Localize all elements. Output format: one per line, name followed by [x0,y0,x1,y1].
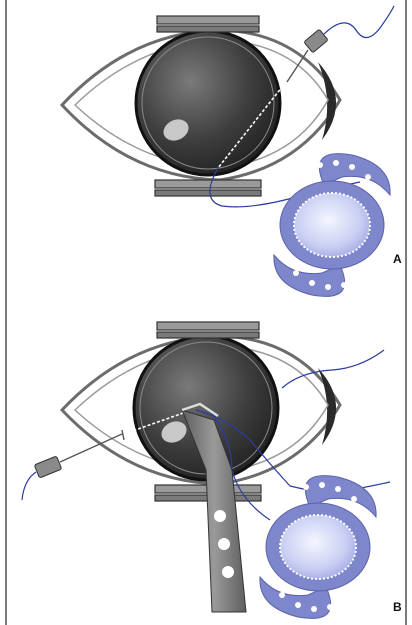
lens-optic-b [280,515,356,579]
lower-retractor [155,180,261,196]
lens-optic [294,193,370,257]
forceps-hole-2 [218,538,230,550]
suture-upper [324,6,394,38]
suture-left [22,472,36,500]
upper-retractor [157,16,259,32]
upper-retractor-b [157,322,259,338]
forceps-hole-1 [214,510,226,522]
panel-label-a: A [393,252,402,266]
intraocular-lens [274,154,390,297]
panel-a [62,6,394,296]
panel-label-b: B [393,600,402,614]
panel-b [22,322,390,618]
cornea [136,31,280,175]
forceps-hole-3 [222,566,234,578]
intraocular-lens-b [260,476,376,619]
